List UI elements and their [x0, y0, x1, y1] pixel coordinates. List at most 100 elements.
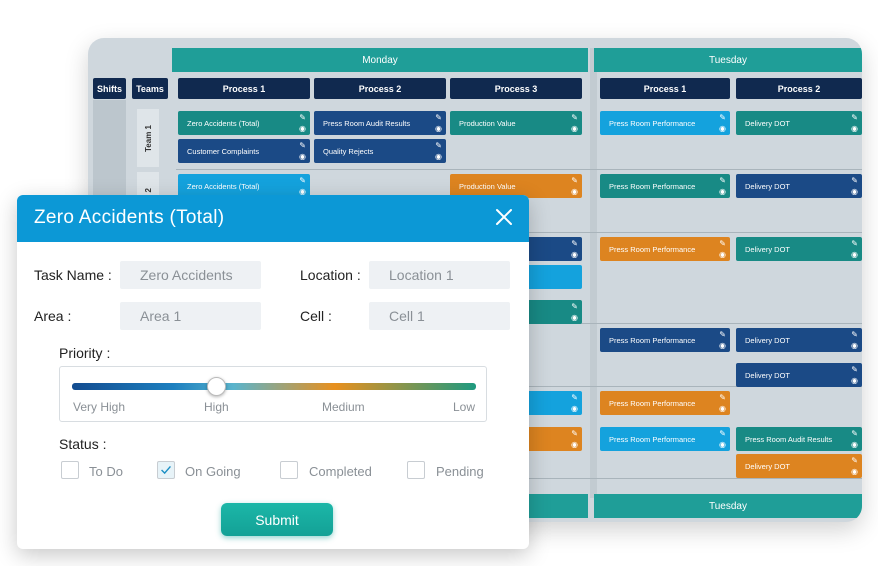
task-card[interactable]: Press Room Performance✎◉ — [600, 174, 730, 198]
monday-process-2[interactable]: Process 2 — [314, 78, 446, 99]
eye-icon[interactable]: ◉ — [719, 124, 726, 133]
task-label: Zero Accidents (Total) — [187, 181, 260, 191]
shifts-header[interactable]: Shifts — [93, 78, 126, 99]
task-card[interactable]: Delivery DOT✎◉ — [736, 454, 862, 478]
task-label: Press Room Performance — [609, 335, 696, 345]
edit-icon[interactable]: ✎ — [851, 330, 858, 339]
close-icon[interactable] — [494, 207, 514, 227]
status-checkbox-pending[interactable] — [407, 461, 425, 479]
eye-icon[interactable]: ◉ — [571, 313, 578, 322]
eye-icon[interactable]: ◉ — [851, 124, 858, 133]
tuesday-process-2[interactable]: Process 2 — [736, 78, 862, 99]
task-card[interactable]: Press Room Audit Results ✎ ◉ — [314, 111, 446, 135]
eye-icon[interactable]: ◉ — [299, 124, 306, 133]
task-card[interactable]: Customer Complaints✎◉ — [178, 139, 310, 163]
eye-icon[interactable]: ◉ — [851, 440, 858, 449]
monday-process-1[interactable]: Process 1 — [178, 78, 310, 99]
priority-tick: Medium — [322, 400, 365, 414]
status-checkbox-on-going[interactable] — [157, 461, 175, 479]
task-label: Press Room Performance — [609, 434, 696, 444]
eye-icon[interactable]: ◉ — [299, 187, 306, 196]
submit-button[interactable]: Submit — [221, 503, 333, 536]
eye-icon[interactable]: ◉ — [851, 250, 858, 259]
edit-icon[interactable]: ✎ — [571, 302, 578, 311]
edit-icon[interactable]: ✎ — [851, 113, 858, 122]
task-card[interactable]: Production Value✎◉ — [450, 174, 582, 198]
edit-icon[interactable]: ✎ — [851, 429, 858, 438]
edit-icon[interactable]: ✎ — [851, 365, 858, 374]
edit-icon[interactable]: ✎ — [719, 330, 726, 339]
eye-icon[interactable]: ◉ — [571, 187, 578, 196]
task-card[interactable]: Production Value✎◉ — [450, 111, 582, 135]
edit-icon[interactable]: ✎ — [299, 113, 306, 122]
area-input[interactable] — [120, 302, 261, 330]
eye-icon[interactable]: ◉ — [719, 404, 726, 413]
edit-icon[interactable]: ✎ — [719, 393, 726, 402]
task-card[interactable]: Press Room Performance✎◉ — [600, 391, 730, 415]
task-card[interactable]: Zero Accidents (Total) ✎ ◉ — [178, 111, 310, 135]
area-label: Area : — [34, 308, 72, 324]
task-card[interactable]: Delivery DOT✎◉ — [736, 174, 862, 198]
edit-icon[interactable]: ✎ — [851, 239, 858, 248]
edit-icon[interactable]: ✎ — [719, 176, 726, 185]
task-card[interactable]: Delivery DOT✎◉ — [736, 363, 862, 387]
edit-icon[interactable]: ✎ — [571, 176, 578, 185]
edit-icon[interactable]: ✎ — [571, 429, 578, 438]
teams-header[interactable]: Teams — [132, 78, 168, 99]
team-tab-1[interactable]: Team 1 — [137, 109, 159, 167]
task-card[interactable]: Delivery DOT✎◉ — [736, 237, 862, 261]
task-card[interactable]: Delivery DOT✎◉ — [736, 111, 862, 135]
edit-icon[interactable]: ✎ — [719, 239, 726, 248]
status-checkbox-completed[interactable] — [280, 461, 298, 479]
edit-icon[interactable]: ✎ — [719, 113, 726, 122]
task-card[interactable]: Delivery DOT✎◉ — [736, 328, 862, 352]
eye-icon[interactable]: ◉ — [851, 467, 858, 476]
task-label: Press Room Audit Results — [323, 118, 411, 128]
edit-icon[interactable]: ✎ — [719, 429, 726, 438]
task-name-input[interactable] — [120, 261, 261, 289]
eye-icon[interactable]: ◉ — [851, 341, 858, 350]
eye-icon[interactable]: ◉ — [571, 124, 578, 133]
priority-tick: Low — [453, 400, 476, 414]
eye-icon[interactable]: ◉ — [299, 152, 306, 161]
eye-icon[interactable]: ◉ — [719, 187, 726, 196]
task-card[interactable]: Quality Rejects ✎ ◉ — [314, 139, 446, 163]
edit-icon[interactable]: ✎ — [571, 113, 578, 122]
eye-icon[interactable]: ◉ — [571, 250, 578, 259]
task-card[interactable]: Press Room Performance ✎ ◉ — [600, 427, 730, 451]
eye-icon[interactable]: ◉ — [571, 440, 578, 449]
task-card[interactable]: Zero Accidents (Total) ✎ ◉ — [178, 174, 310, 198]
cell-input[interactable] — [369, 302, 510, 330]
location-input[interactable] — [369, 261, 510, 289]
eye-icon[interactable]: ◉ — [719, 341, 726, 350]
monday-process-3[interactable]: Process 3 — [450, 78, 582, 99]
eye-icon[interactable]: ◉ — [435, 152, 442, 161]
edit-icon[interactable]: ✎ — [435, 113, 442, 122]
priority-slider-track[interactable] — [72, 383, 476, 390]
priority-slider-thumb[interactable] — [207, 377, 226, 396]
task-card[interactable]: Press Room Performance✎◉ — [600, 111, 730, 135]
task-label: Zero Accidents (Total) — [187, 118, 260, 128]
tuesday-process-1[interactable]: Process 1 — [600, 78, 730, 99]
edit-icon[interactable]: ✎ — [851, 456, 858, 465]
eye-icon[interactable]: ◉ — [719, 440, 726, 449]
task-card[interactable]: Press Room Performance ✎ ◉ — [600, 328, 730, 352]
eye-icon[interactable]: ◉ — [851, 187, 858, 196]
edit-icon[interactable]: ✎ — [571, 393, 578, 402]
edit-icon[interactable]: ✎ — [299, 141, 306, 150]
edit-icon[interactable]: ✎ — [851, 176, 858, 185]
eye-icon[interactable]: ◉ — [851, 376, 858, 385]
edit-icon[interactable]: ✎ — [435, 141, 442, 150]
task-card[interactable]: Press Room Performance✎◉ — [600, 237, 730, 261]
status-checkbox-to-do[interactable] — [61, 461, 79, 479]
priority-slider-box: Very High High Medium Low — [59, 366, 487, 422]
task-name-label: Task Name : — [34, 267, 112, 283]
task-card[interactable]: Press Room Audit Results✎◉ — [736, 427, 862, 451]
edit-icon[interactable]: ✎ — [571, 239, 578, 248]
edit-icon[interactable]: ✎ — [299, 176, 306, 185]
eye-icon[interactable]: ◉ — [719, 250, 726, 259]
eye-icon[interactable]: ◉ — [435, 124, 442, 133]
task-label: Quality Rejects — [323, 146, 374, 156]
location-label: Location : — [300, 267, 361, 283]
eye-icon[interactable]: ◉ — [571, 404, 578, 413]
